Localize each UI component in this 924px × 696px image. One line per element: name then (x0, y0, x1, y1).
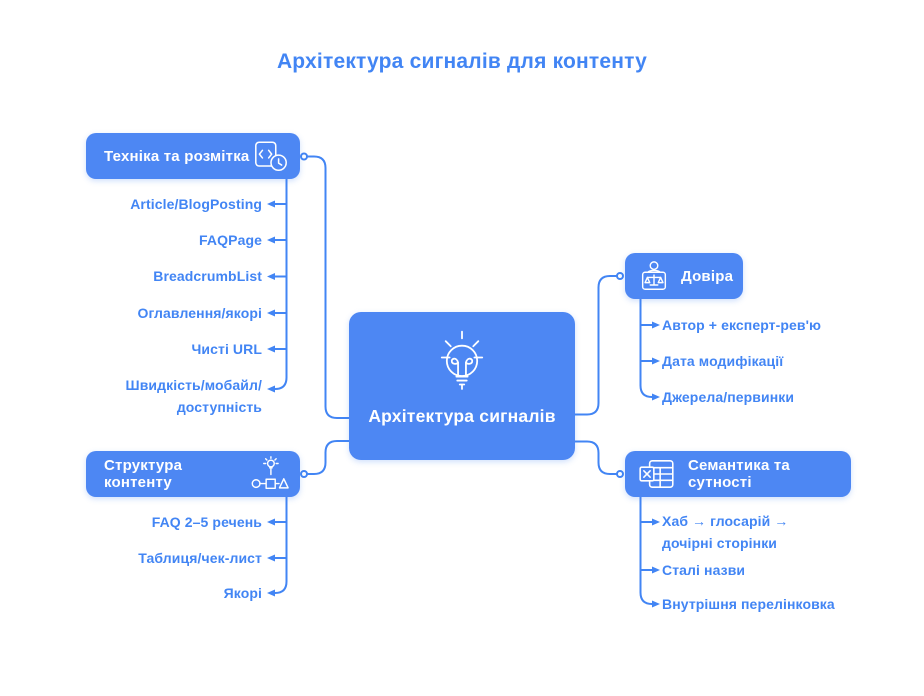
spreadsheet-table-icon (637, 457, 677, 491)
node-trust: Довіра (625, 253, 743, 299)
branch-item-semantics-2: Сталі назви (662, 562, 746, 578)
page-title: Архітектура сигналів для контенту (276, 50, 648, 73)
branch-item-structure-3: Якорі (223, 585, 262, 601)
branch-item-trust-3: Джерела/первинки (662, 389, 795, 405)
branch-item-structure-2: Таблиця/чек-лист (138, 550, 262, 566)
node-tech: Техніка та розмітка (86, 133, 300, 179)
idea-shapes-icon (248, 455, 290, 493)
person-scales-icon (637, 259, 671, 294)
branch-item-tech-5: Чисті URL (191, 341, 262, 357)
node-semantics: Семантика та сутності (625, 451, 851, 497)
node-semantics-label: Семантика та сутності (688, 457, 790, 491)
node-center: Архітектура сигналів (349, 312, 575, 460)
center-label: Архітектура сигналів (368, 406, 556, 426)
branch-item-tech-4: Оглавлення/якорі (137, 305, 262, 321)
lightbulb-icon (426, 326, 498, 398)
branch-item-trust-2: Дата модифікації (662, 353, 784, 369)
node-structure-label: Структура контенту (104, 457, 183, 491)
branch-item-trust-1: Автор + експерт-рев'ю (662, 317, 822, 333)
branch-item-tech-1: Article/BlogPosting (130, 196, 262, 212)
node-structure: Структура контенту (86, 451, 300, 497)
branch-item-semantics-3: Внутрішня перелінковка (662, 596, 835, 612)
code-document-clock-icon (252, 140, 290, 173)
branch-item-tech-3: BreadcrumbList (153, 268, 262, 284)
branch-item-structure-1: FAQ 2–5 речень (151, 514, 262, 530)
branch-item-tech-2: FAQPage (199, 232, 262, 248)
node-trust-label: Довіра (681, 267, 734, 285)
node-tech-label: Техніка та розмітка (104, 147, 250, 165)
branch-item-tech-6: Швидкість/мобайл/ доступність (125, 377, 262, 415)
branch-item-semantics-1: Хаб → глосарій → дочірні сторінки (662, 513, 789, 551)
